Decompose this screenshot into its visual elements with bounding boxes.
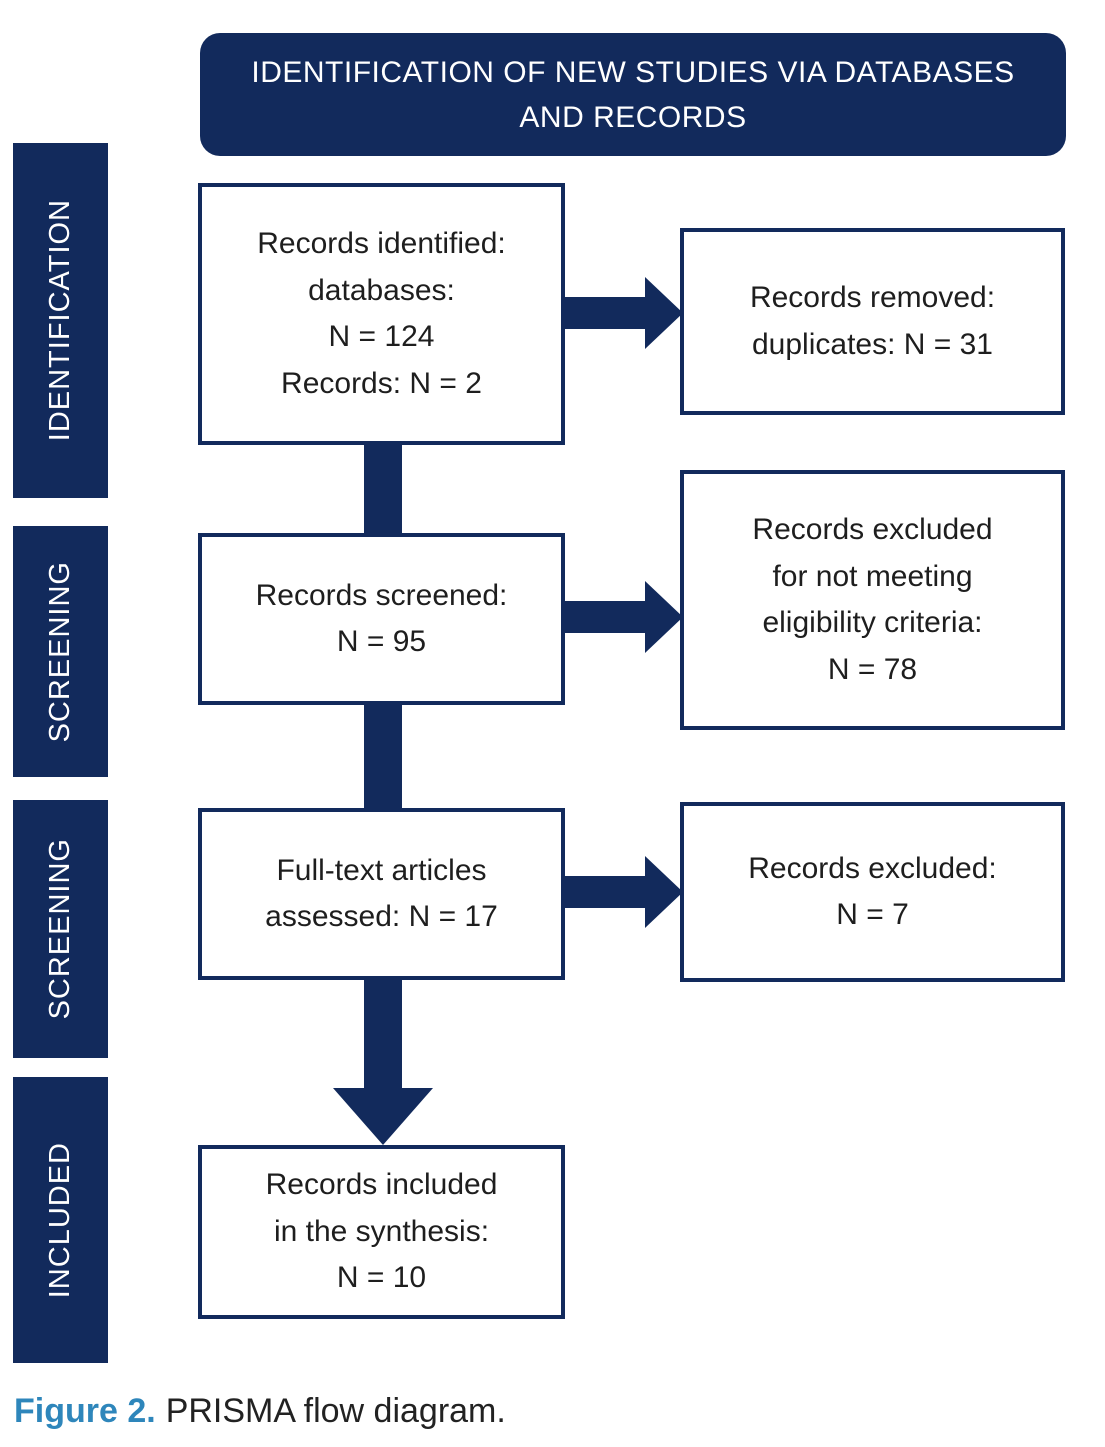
arrow-down-shaft (364, 978, 402, 1090)
stage-label-text: INCLUDED (44, 1141, 76, 1299)
arrow-right-2-shaft (561, 601, 645, 633)
box-text-line: N = 124 (328, 320, 435, 353)
box-text-line: in the synthesis: (273, 1214, 490, 1248)
arrow-right-3-shaft (561, 876, 645, 908)
stage-label-included: INCLUDED (13, 1077, 108, 1363)
figure-caption: Figure 2.PRISMA flow diagram. (14, 1392, 506, 1431)
connector-down-2 (364, 703, 402, 810)
box-text-line: Records removed: (749, 281, 996, 314)
box-text-line: Records included (265, 1168, 498, 1202)
box-text-line: databases: (308, 273, 455, 307)
side-box-records-removed: Records removed: duplicates: N = 31 (680, 228, 1065, 415)
box-text-line: eligibility criteria: (762, 606, 983, 639)
stage-label-identification: IDENTIFICATION (13, 143, 108, 498)
box-text-line: assessed: N = 17 (265, 900, 498, 933)
side-box-records-excluded-eligibility: Records excluded for not meeting eligibi… (680, 470, 1065, 730)
flow-box-fulltext-assessed: Full-text articles assessed: N = 17 (198, 808, 565, 980)
box-text-line: Records identified: (257, 227, 506, 260)
side-box-records-excluded: Records excluded: N = 7 (680, 802, 1065, 982)
box-text-line: N = 10 (336, 1261, 427, 1295)
box-text-line: N = 95 (336, 625, 427, 658)
arrow-right-2-head-icon (645, 581, 683, 653)
box-text-line: Records: N = 2 (281, 366, 482, 400)
arrow-right-1-shaft (561, 297, 645, 329)
figure-caption-text: PRISMA flow diagram. (165, 1392, 506, 1430)
box-text-line: for not meeting (772, 559, 973, 593)
box-text-line: Records excluded: (748, 851, 997, 885)
connector-down-1 (364, 443, 402, 535)
flow-box-records-identified: Records identified: databases: N = 124 R… (198, 183, 565, 445)
stage-label-screening-1: SCREENING (13, 526, 108, 777)
arrow-down-head-icon (333, 1088, 433, 1145)
stage-label-text: SCREENING (44, 838, 76, 1020)
flow-box-records-screened: Records screened: N = 95 (198, 533, 565, 705)
diagram-title: IDENTIFICATION OF NEW STUDIES VIA DATABA… (251, 55, 1015, 134)
stage-label-screening-2: SCREENING (13, 800, 108, 1058)
box-text-line: Records screened: (255, 578, 508, 612)
arrow-right-3-head-icon (645, 856, 683, 928)
stage-label-text: IDENTIFICATION (44, 199, 76, 442)
arrow-right-1-head-icon (645, 277, 683, 349)
diagram-title-banner: IDENTIFICATION OF NEW STUDIES VIA DATABA… (200, 33, 1066, 156)
box-text-line: duplicates: N = 31 (752, 327, 993, 361)
box-text-line: Full-text articles (276, 853, 487, 887)
box-text-line: N = 78 (827, 652, 918, 686)
flow-box-records-included: Records included in the synthesis: N = 1… (198, 1145, 565, 1319)
figure-caption-label: Figure 2. (14, 1392, 156, 1430)
stage-label-text: SCREENING (44, 560, 76, 743)
box-text-line: N = 7 (836, 898, 909, 931)
box-text-line: Records excluded (752, 513, 993, 546)
